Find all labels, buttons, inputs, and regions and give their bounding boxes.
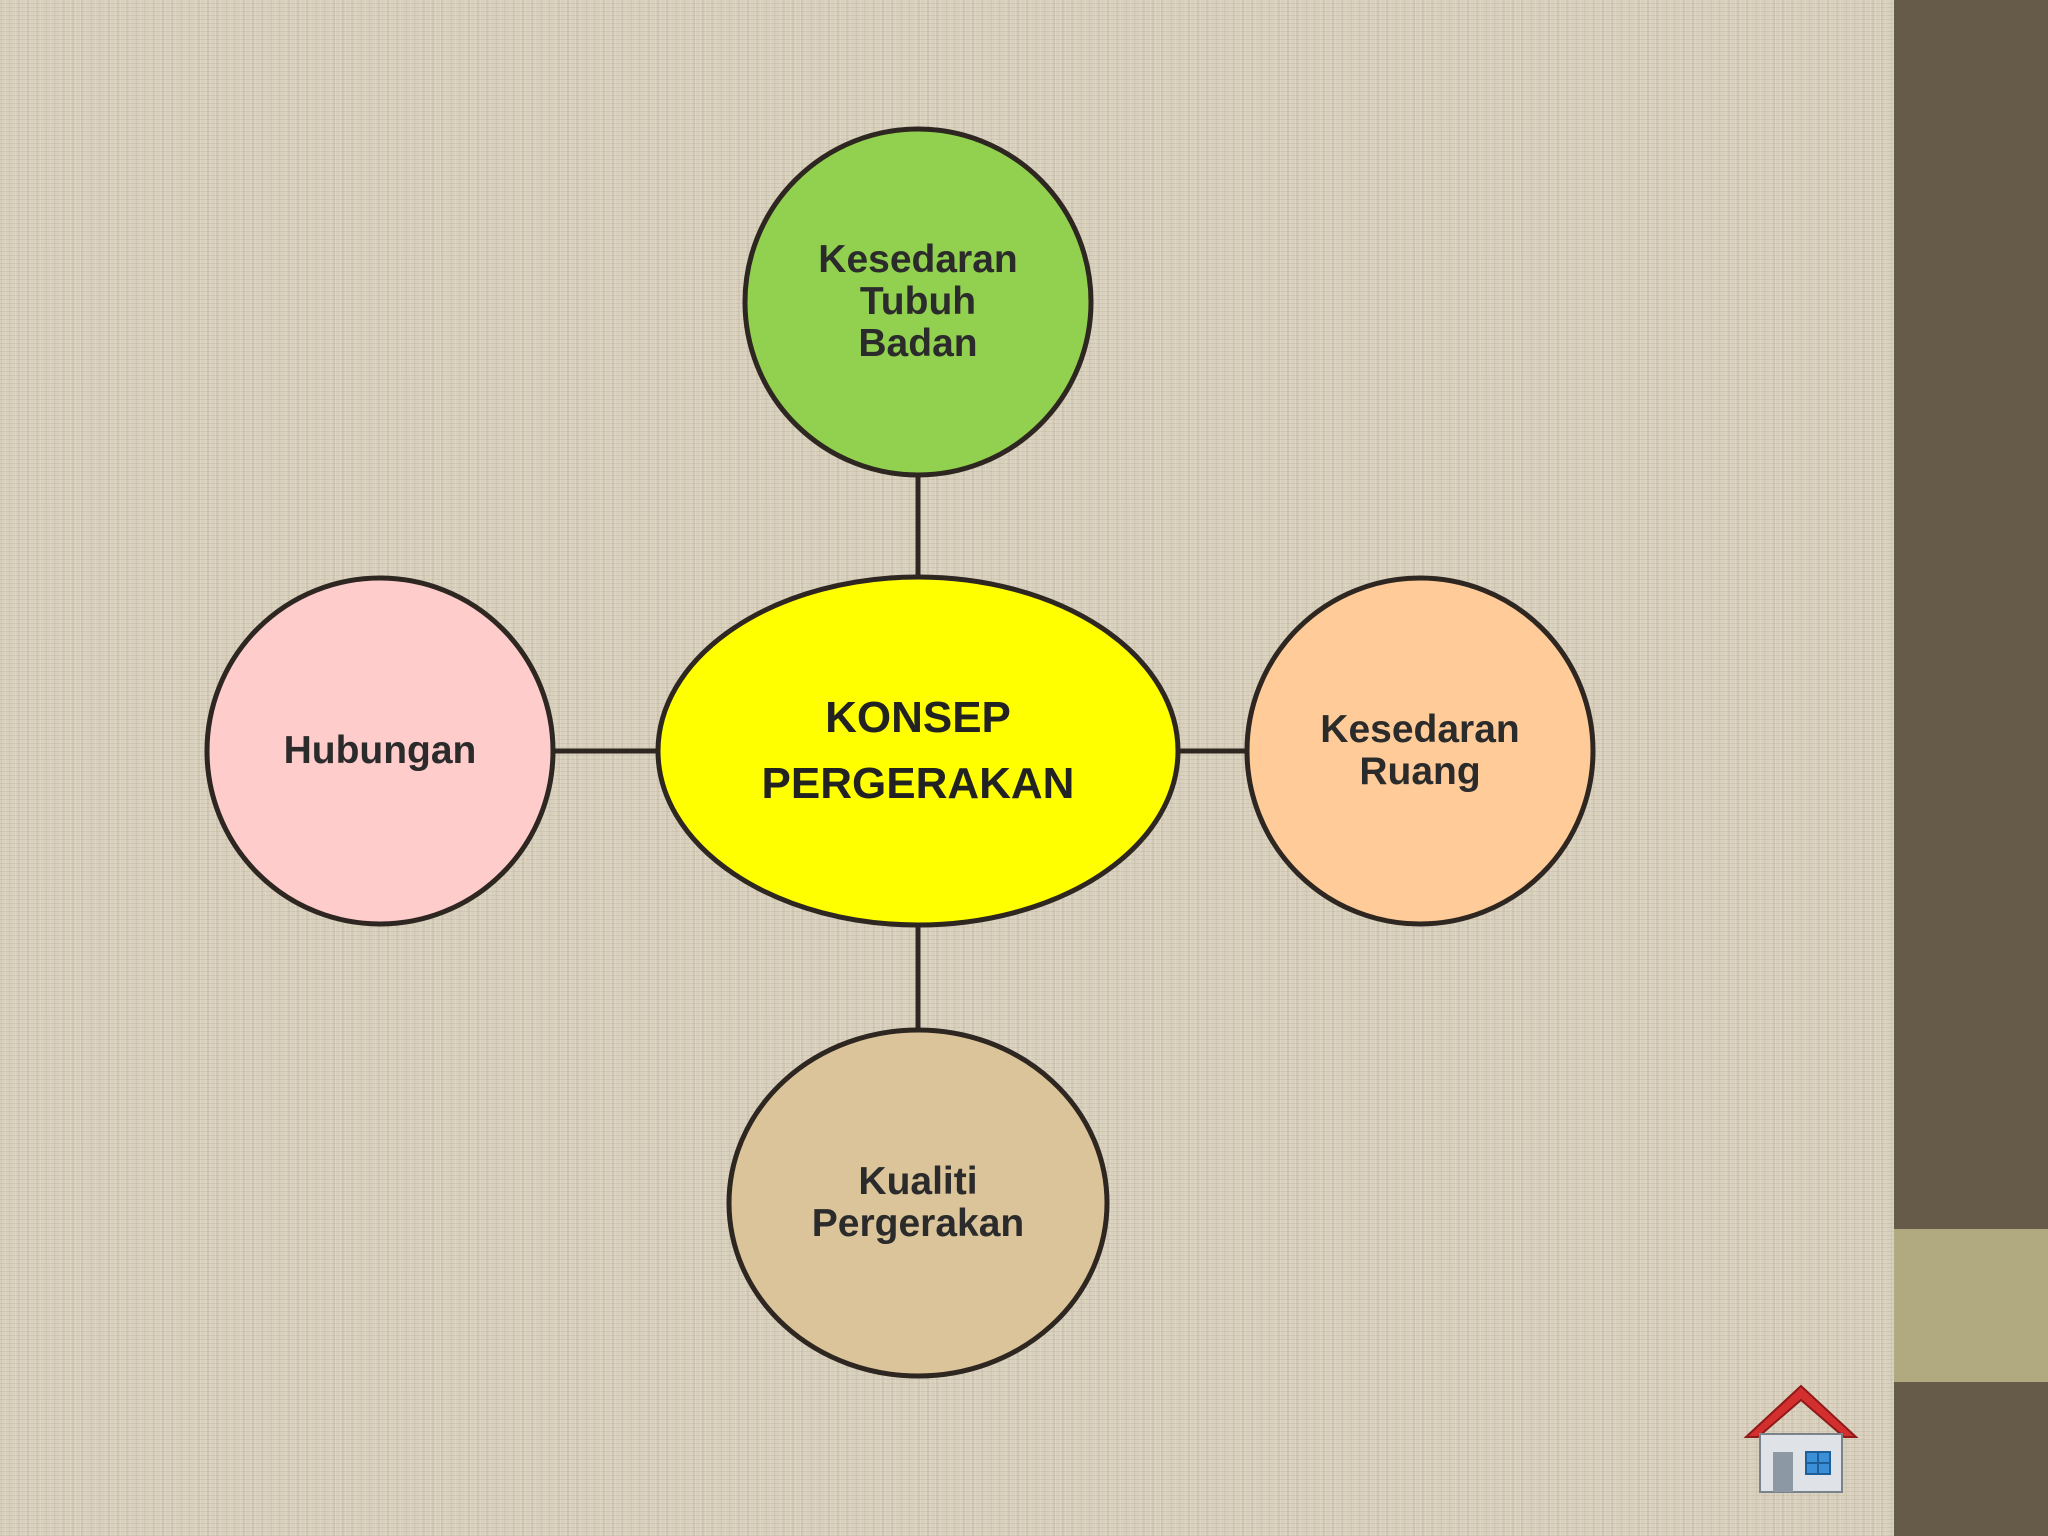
home-icon [1743, 1384, 1859, 1493]
concept-diagram [204, 126, 1596, 1379]
connectors [553, 475, 1247, 1030]
node-top-label: Kesedaran Tubuh Badan [818, 238, 1018, 365]
node-bottom-circle [726, 1027, 1110, 1379]
center-ellipse [655, 574, 1181, 928]
home-button[interactable] [1740, 1382, 1862, 1498]
node-bottom-label: Kualiti Pergerakan [811, 1160, 1025, 1245]
side-bar-top [1894, 0, 2048, 1229]
node-left-label: Hubungan [283, 729, 477, 772]
node-top-circle [742, 126, 1094, 478]
node-right-label: Kesedaran Ruang [1320, 708, 1520, 793]
node-left-circle [204, 575, 556, 927]
side-bar-accent [1894, 1229, 2048, 1382]
center-label: KONSEP PERGERAKAN [761, 693, 1075, 808]
node-right-circle [1244, 575, 1596, 927]
side-bar-bottom [1894, 1382, 2048, 1536]
